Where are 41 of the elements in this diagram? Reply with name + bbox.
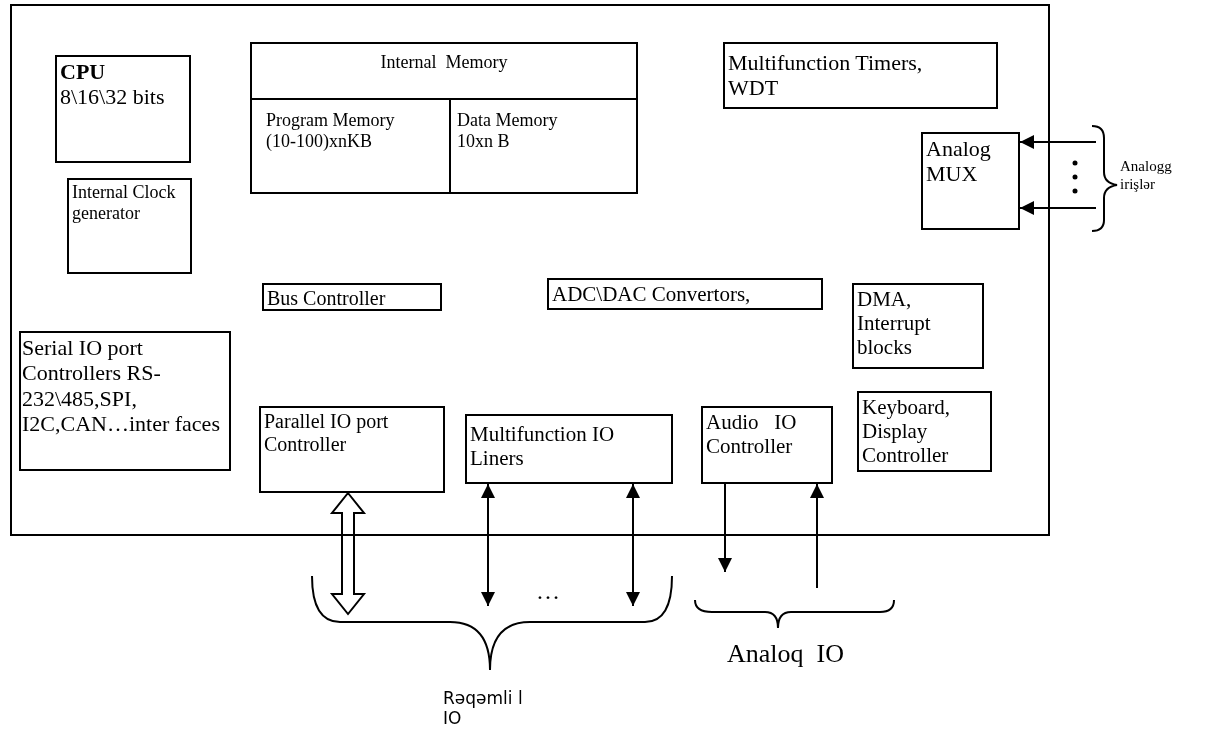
block-label: Internal Memory xyxy=(379,52,509,73)
block-label: Analog MUX xyxy=(926,136,992,187)
block-label: Program Memory (10-100)xnKB xyxy=(266,110,396,152)
block-label: ADC\DAC Convertors, xyxy=(552,282,752,307)
block-label: Serial IO port Controllers RS-232\485,SPI, I2C,CAN…inter faces xyxy=(22,335,221,437)
double-block-arrow xyxy=(329,491,367,616)
chip-outline xyxy=(10,4,1050,536)
arrow xyxy=(718,483,732,573)
block-box xyxy=(921,132,1020,230)
block-label: Parallel IO port Controller xyxy=(264,410,390,456)
block-box xyxy=(857,391,992,472)
block-box xyxy=(259,406,445,493)
arrow xyxy=(626,483,640,607)
block-box xyxy=(547,278,823,310)
block-box xyxy=(250,42,638,194)
block-box xyxy=(262,283,442,311)
arrow xyxy=(1019,201,1097,215)
block-label: DMA, Interrupt blocks xyxy=(857,287,932,360)
block-box xyxy=(701,406,833,484)
block-box xyxy=(465,414,673,484)
block-label: Bus Controller xyxy=(267,287,387,310)
block-label: 8\16\32 bits xyxy=(60,84,166,110)
arrow xyxy=(1019,135,1097,149)
ellipsis-label: … xyxy=(536,577,560,606)
arrow xyxy=(481,483,495,607)
input-label: Analogg irişlər xyxy=(1120,157,1173,193)
block-box xyxy=(19,331,231,471)
block-label: Internal Clock generator xyxy=(72,182,177,224)
block-box xyxy=(852,283,984,369)
block-label: Audio IO Controller xyxy=(706,410,798,459)
block-label: Multifunction IO Liners xyxy=(470,422,616,471)
block-box xyxy=(55,55,191,163)
block-box xyxy=(723,42,998,109)
block-label: Data Memory 10xn B xyxy=(457,110,559,152)
block-heading: CPU xyxy=(60,59,107,85)
arrow xyxy=(810,483,824,589)
block-label: Keyboard, Display Controller xyxy=(862,395,952,468)
group-label: Analoq IO xyxy=(727,638,844,670)
group-label: Rəqəmli l IO xyxy=(443,688,524,729)
block-box xyxy=(67,178,192,274)
block-label: Multifunction Timers, WDT xyxy=(728,50,924,101)
